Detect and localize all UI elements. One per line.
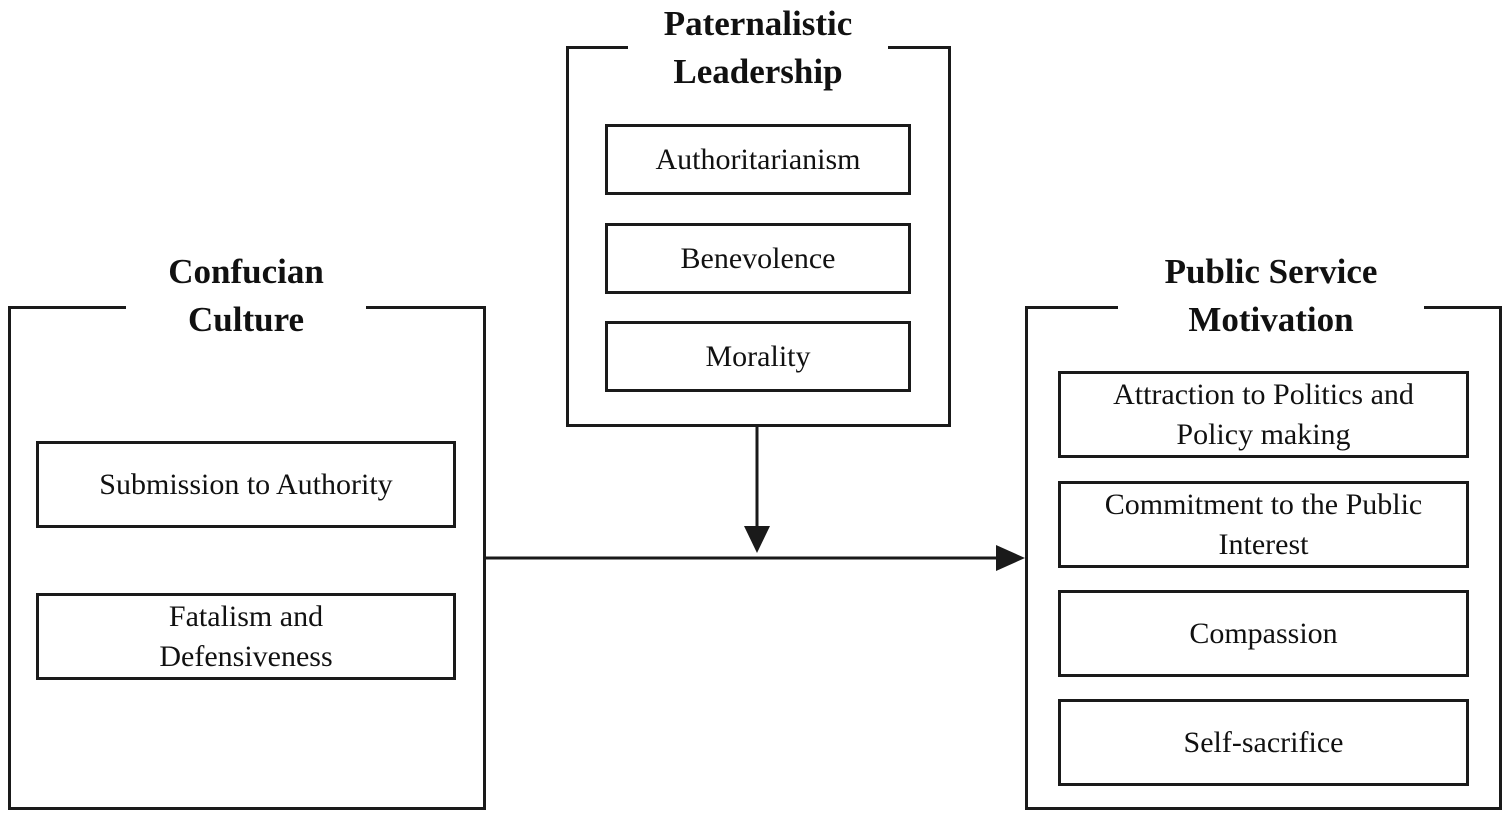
public-service-motivation-title: Public Service Motivation (1118, 248, 1424, 344)
confucian-culture-title: Confucian Culture (126, 248, 366, 344)
main-effect-arrow (484, 545, 1025, 571)
moderation-arrow (744, 427, 770, 553)
self-sacrifice-box: Self-sacrifice (1058, 699, 1469, 786)
paternalistic-leadership-title: Paternalistic Leadership (628, 0, 888, 96)
commitment-public-interest-box: Commitment to the Public Interest (1058, 481, 1469, 568)
compassion-box: Compassion (1058, 590, 1469, 677)
morality-box: Morality (605, 321, 911, 392)
submission-to-authority-box: Submission to Authority (36, 441, 456, 528)
attraction-politics-box: Attraction to Politics and Policy making (1058, 371, 1469, 458)
fatalism-defensiveness-box: Fatalism and Defensiveness (36, 593, 456, 680)
benevolence-box: Benevolence (605, 223, 911, 294)
authoritarianism-box: Authoritarianism (605, 124, 911, 195)
confucian-culture-group (8, 306, 486, 810)
